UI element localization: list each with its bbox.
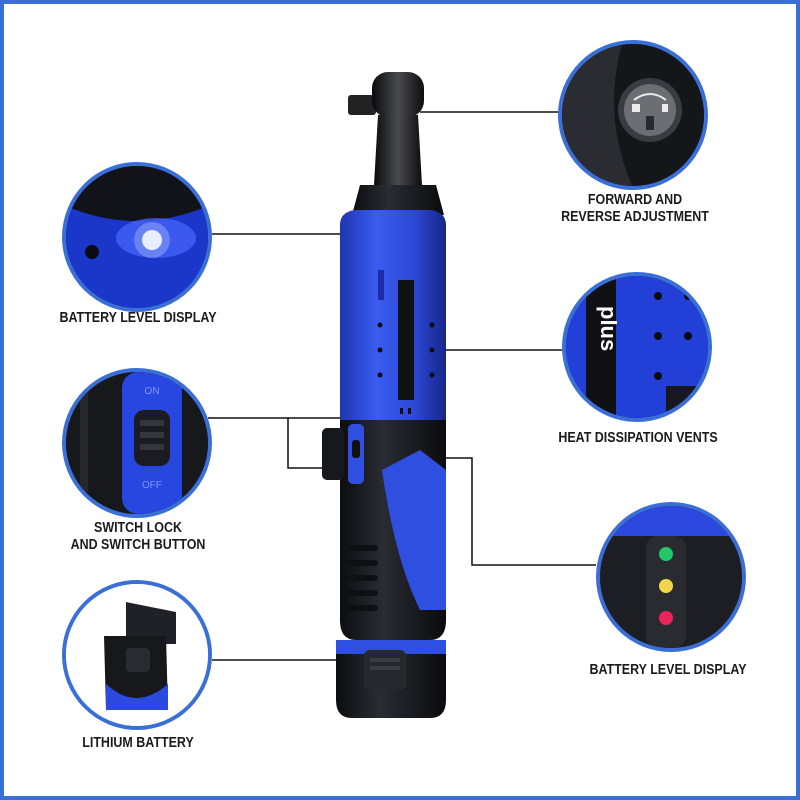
handle-grip [340,420,446,640]
label-led-light: BATTERY LEVEL DISPLAY [59,310,217,326]
detail-switch-lock: ON OFF [62,368,212,518]
led-green-icon [659,547,673,561]
brand-text: plus [596,306,621,351]
led-indicator-closeup [600,506,742,648]
battery-pack [336,640,446,718]
detail-lithium-battery [62,580,212,730]
motor-housing [340,210,446,420]
ratchet-head [348,72,444,215]
label-switch-lock: SWITCH LOCK AND SWITCH BUTTON [70,520,206,553]
led-yellow-icon [659,579,673,593]
label-lithium-battery: LITHIUM BATTERY [82,735,194,751]
switch-on-text: ON [145,386,160,397]
detail-led-light [62,162,212,312]
switch-off-text: OFF [142,480,162,491]
led-light-closeup [66,166,208,308]
detail-forward-reverse [558,40,708,190]
label-battery-leds: BATTERY LEVEL DISPLAY [589,662,747,678]
label-forward-reverse: FORWARD AND REVERSE ADJUSTMENT [561,192,709,225]
switch-closeup: ON OFF [66,372,208,514]
battery-closeup [66,584,208,726]
detail-battery-leds [596,502,746,652]
led-red-icon [659,611,673,625]
label-heat-vents: HEAT DISSIPATION VENTS [558,430,718,446]
detail-heat-vents: plus [562,272,712,422]
vents-closeup: plus [566,276,708,418]
switch-button [322,424,364,484]
direction-knob-closeup [562,44,704,186]
